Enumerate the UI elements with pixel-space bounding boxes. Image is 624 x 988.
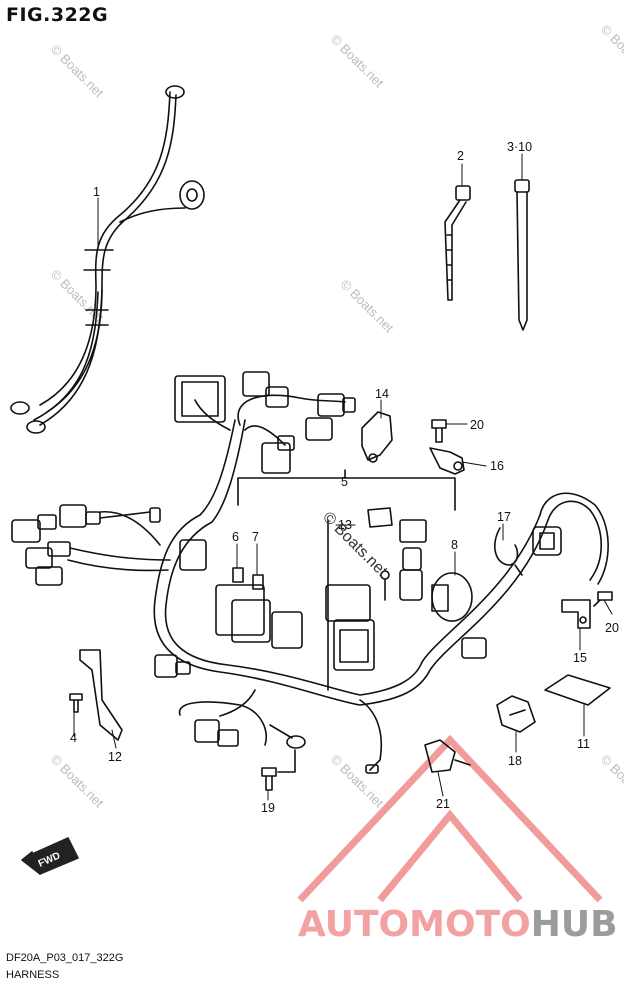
connectors-upper [174, 371, 356, 474]
group-bracket-5 [237, 469, 456, 691]
bolt-4-part [69, 693, 83, 713]
relay-boxes [179, 507, 427, 671]
main-harness [67, 394, 609, 771]
callout-17: 17 [497, 510, 511, 524]
logo-text-part1: AUTOMOTO [298, 904, 531, 945]
connectors-lower [154, 654, 379, 774]
logo-text-part2: HUB [530, 904, 618, 945]
tie-part [444, 185, 471, 301]
leader-lines [73, 153, 613, 801]
watermark-text: © Boats.net [48, 752, 107, 811]
bracket-14-part [361, 411, 393, 463]
callout-18: 18 [508, 754, 522, 768]
buzzer-8-part [431, 572, 487, 659]
bracket-15-part [561, 599, 591, 629]
fwd-badge [21, 837, 79, 875]
bolt-21-part [261, 749, 296, 791]
callout-12: 12 [108, 750, 122, 764]
callout-16: 16 [490, 459, 504, 473]
callout-19: 21 [436, 797, 450, 811]
callout-20-right: 20 [605, 621, 619, 635]
bracket-12-part [79, 649, 123, 741]
watermark-text: © Boats.net [48, 42, 107, 101]
watermark-text: © Boats.net [328, 32, 387, 91]
automotohub-logo: AUTOMOTOHUB [298, 904, 618, 945]
callout-20-top: 20 [470, 418, 484, 432]
callout-21: 19 [261, 801, 275, 815]
callout-2: 2 [457, 149, 464, 163]
watermark-text: © Boats.net [598, 752, 624, 811]
callout-6: 6 [232, 530, 239, 544]
bolt-20-part [431, 419, 447, 443]
callout-11: 11 [577, 737, 590, 751]
watermark-text: © Boats.net [338, 277, 397, 336]
warning-triangle-icon [297, 734, 603, 903]
figure-title: FIG.322G [6, 4, 109, 26]
fuse-7-part [252, 574, 264, 590]
fuse-6-part [232, 567, 244, 583]
diagram-code: DF20A_P03_017_322G [6, 952, 124, 964]
sheet-11-part [544, 674, 611, 706]
bolt-20-right-part [593, 591, 613, 607]
callout-13: 13 [338, 518, 352, 532]
clip-16-part [429, 447, 465, 475]
clamp-17-part [494, 527, 523, 576]
callout-4: 4 [70, 731, 77, 745]
holder-18-part [496, 695, 536, 733]
center-watermark: © Boats.net [319, 509, 391, 581]
callout-8: 8 [451, 538, 458, 552]
callout-14: 14 [375, 387, 389, 401]
callout-labels: 1 2 3·10 14 20 16 5 13 6 7 8 17 20 15 4 … [70, 140, 619, 815]
diagram-caption: HARNESS [6, 969, 60, 981]
callout-5: 5 [341, 475, 348, 489]
cable-tie-part [514, 179, 530, 331]
holder-19-part [424, 739, 471, 773]
callout-7: 7 [252, 530, 259, 544]
connectors-left [11, 504, 161, 586]
callout-15: 15 [573, 651, 587, 665]
callout-1: 1 [93, 185, 100, 199]
callout-3-10: 3·10 [507, 140, 532, 154]
watermark-text: © Boats.net [598, 22, 624, 81]
watermark-text: © Boats.net [328, 752, 387, 811]
